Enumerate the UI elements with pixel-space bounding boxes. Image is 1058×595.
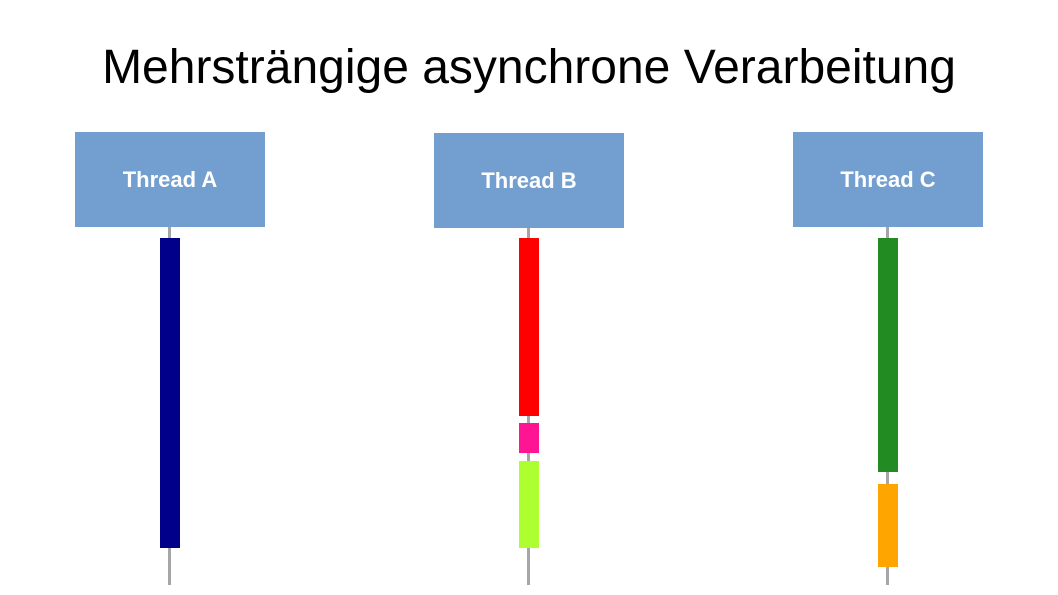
thread-b-segment-3 <box>519 461 539 548</box>
thread-b-segment-1 <box>519 238 539 416</box>
thread-c-header: Thread C <box>793 132 983 227</box>
thread-b: Thread B <box>434 0 624 595</box>
thread-a-header: Thread A <box>75 132 265 227</box>
thread-a-segment-1 <box>160 238 180 548</box>
thread-b-header: Thread B <box>434 133 624 228</box>
diagram-title: Mehrsträngige asynchrone Verarbeitung <box>102 41 956 94</box>
thread-c-segment-2 <box>878 484 898 567</box>
thread-c: Thread C <box>793 0 983 595</box>
thread-b-label: Thread B <box>481 167 577 193</box>
thread-a-label: Thread A <box>122 166 218 192</box>
thread-a: Thread A <box>75 0 265 595</box>
thread-c-segment-1 <box>878 238 898 472</box>
thread-b-segment-2 <box>519 423 539 453</box>
thread-c-label: Thread C <box>840 166 936 192</box>
